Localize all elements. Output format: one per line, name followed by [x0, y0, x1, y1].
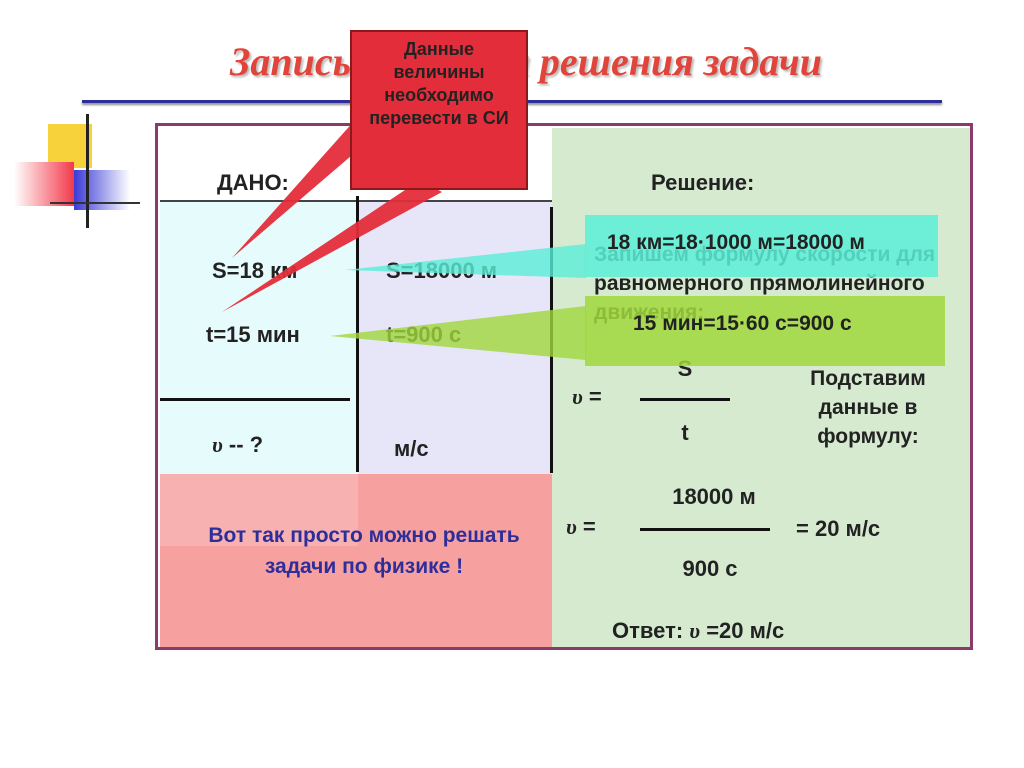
velocity-symbol: υ	[212, 432, 223, 457]
table-frame	[155, 123, 973, 650]
calc-result: = 20 м/с	[796, 516, 881, 541]
given-t: t=15 мин	[206, 322, 300, 347]
answer-value: =20 м/с	[706, 618, 785, 643]
conversion-min-box: 15 мин=15·60 с=900 с	[585, 296, 945, 366]
solution-panel	[552, 128, 970, 648]
answer-label: Ответ:	[612, 618, 684, 643]
callout-arrow-s	[232, 120, 372, 258]
conclusion-panel	[160, 474, 552, 648]
velocity-symbol: υ	[689, 618, 701, 643]
callout-arrow-t	[222, 180, 442, 312]
conversion-pointer-min	[330, 306, 586, 360]
given-s: S=18 км	[212, 258, 298, 283]
calc-numerator: 18000 м	[672, 484, 756, 509]
answer: Ответ: υ =20 м/с	[612, 618, 784, 644]
given-v-unknown: υ -- ?	[212, 432, 263, 458]
calc-denominator: 900 с	[682, 556, 738, 581]
si-callout: Данные величины необходимо перевести в С…	[350, 30, 528, 190]
velocity-symbol: υ	[566, 514, 577, 539]
conversion-pointer-km	[345, 244, 586, 278]
substitute-text: Подставим данные в формулу:	[810, 367, 926, 448]
unknown-line	[160, 398, 350, 401]
calc-lhs: υ =	[566, 514, 596, 539]
conclusion-shade	[160, 474, 358, 546]
formula-lhs: υ =	[572, 384, 602, 409]
conclusion-text: Вот так просто можно решать задачи по фи…	[208, 524, 520, 578]
conversion-min-text: 15 мин=15·60 с=900 с	[633, 312, 852, 335]
formula-fraction-bar	[640, 398, 730, 401]
unknown-mark: -- ?	[228, 432, 264, 457]
conversion-km-text: 18 км=18·1000 м=18000 м	[607, 231, 865, 254]
velocity-symbol: υ	[572, 384, 583, 409]
formula-denominator: t	[681, 420, 689, 445]
reshenie-label: Решение:	[651, 170, 755, 195]
dano-label: ДАНО:	[217, 170, 289, 195]
calc-fraction-bar	[640, 528, 770, 531]
conversion-km-box: 18 км=18·1000 м=18000 м	[585, 215, 938, 277]
si-v-unit: м/с	[394, 436, 429, 461]
decorative-squares	[14, 114, 144, 228]
